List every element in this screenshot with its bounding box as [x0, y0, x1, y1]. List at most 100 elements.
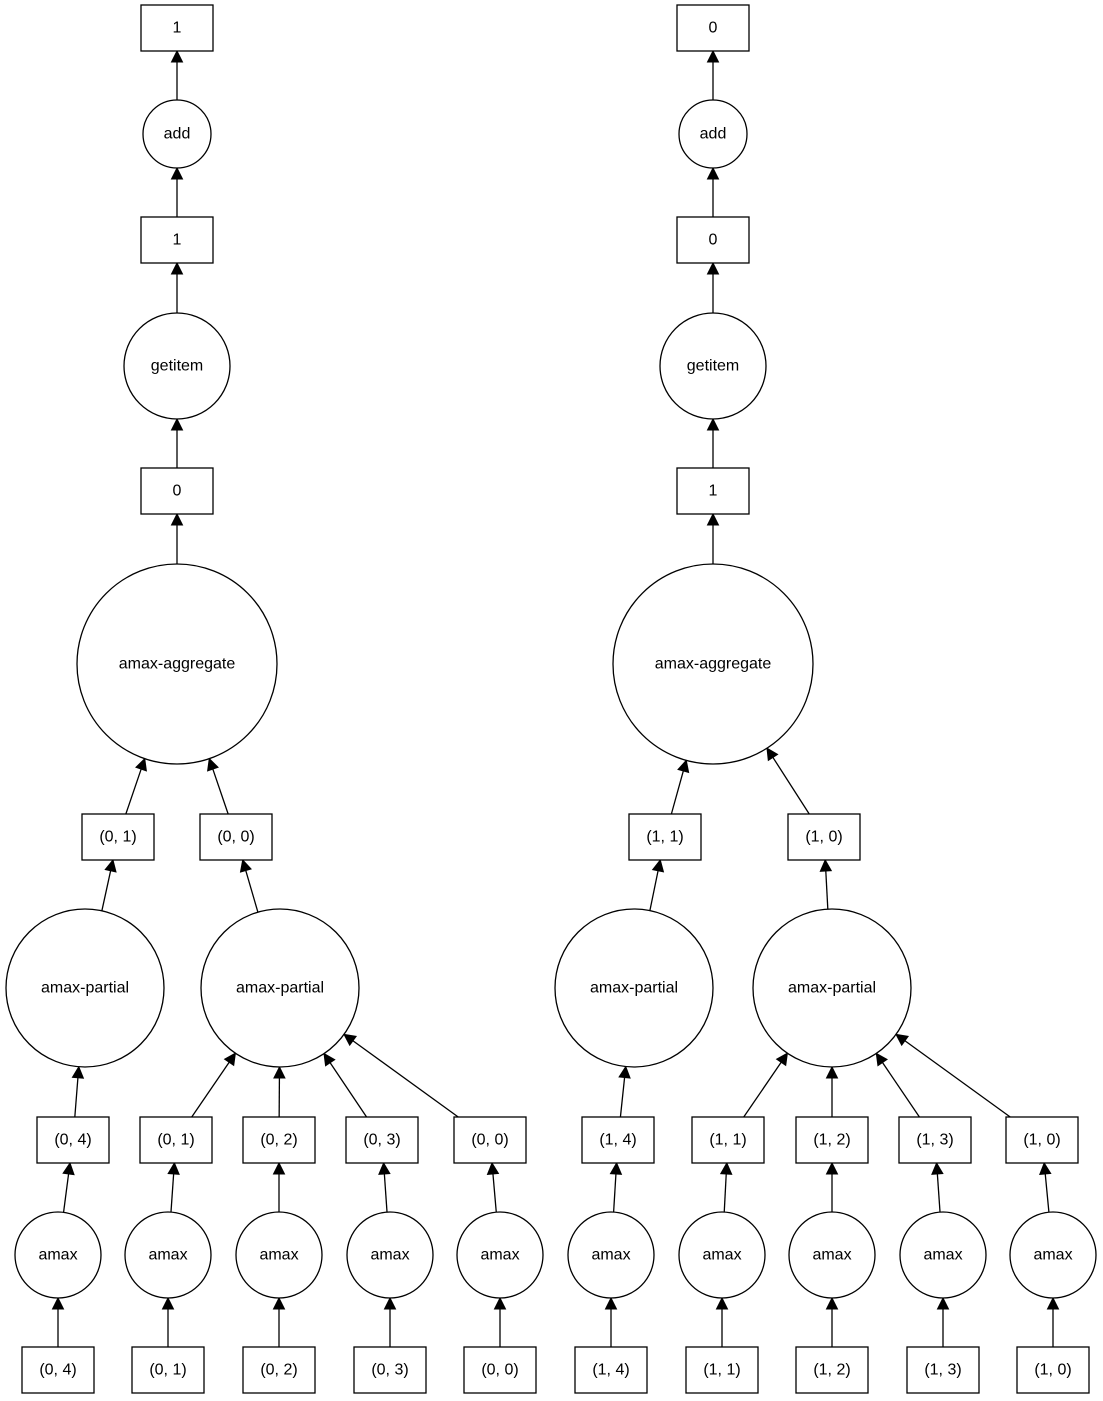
- edge-L_add-to-L_out: [170, 49, 184, 100]
- edge-R_k1-to-R_get: [706, 417, 720, 468]
- key-node-R_b12: (1, 2): [795, 1116, 869, 1164]
- node-label: amax: [259, 1247, 298, 1264]
- node-box: [581, 1116, 655, 1164]
- task-node-L_m04: amax: [14, 1211, 102, 1299]
- node-box: [199, 813, 273, 861]
- edge-L_m00-to-L_b00: [486, 1161, 500, 1213]
- arrowhead-icon: [323, 1052, 336, 1067]
- arrowhead-icon: [223, 1052, 237, 1067]
- key-node-L_out: 1: [140, 4, 214, 52]
- key-node-L_p00: (0, 0): [199, 813, 273, 861]
- key-node-R_k1: 1: [676, 467, 750, 515]
- edge-R_m10-to-R_b10: [1039, 1161, 1052, 1213]
- node-label: 1: [173, 20, 182, 37]
- node-box: [463, 1346, 537, 1394]
- edge-R_b11-to-R_part2: [743, 1052, 789, 1118]
- key-node-L_i01: (0, 1): [131, 1346, 205, 1394]
- edge-L_i00-to-L_m00: [493, 1296, 507, 1347]
- node-box: [898, 1116, 972, 1164]
- task-node-L_part1: amax-partial: [5, 908, 165, 1068]
- node-label: (0, 0): [471, 1132, 508, 1149]
- task-node-R_agg: amax-aggregate: [612, 563, 814, 765]
- node-circle: [612, 563, 814, 765]
- edge-line: [772, 757, 810, 815]
- node-label: (1, 1): [646, 829, 683, 846]
- node-label: amax: [1033, 1247, 1072, 1264]
- node-circle: [5, 908, 165, 1068]
- edge-L_b00-to-L_part2: [343, 1033, 459, 1118]
- task-node-R_m11: amax: [678, 1211, 766, 1299]
- node-circle: [788, 1211, 876, 1299]
- node-box: [21, 1346, 95, 1394]
- node-box: [795, 1116, 869, 1164]
- edge-R_i11-to-R_m11: [715, 1296, 729, 1347]
- key-node-L_i04: (0, 4): [21, 1346, 95, 1394]
- node-label: amax: [148, 1247, 187, 1264]
- key-node-R_b11: (1, 1): [691, 1116, 765, 1164]
- task-node-L_m03: amax: [346, 1211, 434, 1299]
- node-box: [628, 813, 702, 861]
- arrowhead-icon: [383, 1296, 397, 1310]
- arrowhead-icon: [272, 1161, 286, 1175]
- task-node-R_part1: amax-partial: [554, 908, 714, 1068]
- edge-R_part2-to-R_p10: [819, 858, 833, 910]
- node-box: [139, 1116, 213, 1164]
- node-circle: [567, 1211, 655, 1299]
- edges-layer: [51, 49, 1060, 1347]
- arrowhead-icon: [875, 1052, 888, 1067]
- key-node-R_p10: (1, 0): [787, 813, 861, 861]
- node-label: amax-partial: [41, 980, 129, 997]
- key-node-L_b01: (0, 1): [139, 1116, 213, 1164]
- edge-L_b02-to-L_part2: [273, 1065, 286, 1118]
- node-label: (1, 2): [813, 1362, 850, 1379]
- node-circle: [123, 312, 231, 420]
- node-label: (0, 1): [149, 1362, 186, 1379]
- edge-line: [612, 1173, 617, 1213]
- edge-R_i10-to-R_m10: [1046, 1296, 1060, 1347]
- edge-line: [101, 870, 112, 911]
- task-node-R_get: getitem: [659, 312, 767, 420]
- edge-R_i13-to-R_m13: [936, 1296, 950, 1347]
- node-label: (0, 3): [363, 1132, 400, 1149]
- node-box: [1005, 1116, 1079, 1164]
- key-node-L_b00: (0, 0): [453, 1116, 527, 1164]
- edge-L_agg-to-L_k0: [170, 512, 184, 564]
- key-node-R_k0: 0: [676, 216, 750, 264]
- edge-R_b14-to-R_part1: [618, 1065, 631, 1118]
- node-label: (1, 0): [1034, 1362, 1071, 1379]
- node-box: [140, 4, 214, 52]
- edge-L_i02-to-L_m02: [272, 1296, 286, 1347]
- task-node-L_agg: amax-aggregate: [76, 563, 278, 765]
- node-box: [140, 216, 214, 264]
- edge-line: [125, 768, 142, 815]
- node-label: (1, 0): [1023, 1132, 1060, 1149]
- node-circle: [1009, 1211, 1097, 1299]
- node-label: (0, 0): [481, 1362, 518, 1379]
- key-node-L_k1: 1: [140, 216, 214, 264]
- node-circle: [678, 1211, 766, 1299]
- node-label: (0, 1): [99, 829, 136, 846]
- key-node-R_b14: (1, 4): [581, 1116, 655, 1164]
- arrowhead-icon: [51, 1296, 65, 1310]
- arrowhead-icon: [1039, 1161, 1052, 1176]
- key-node-R_i12: (1, 2): [795, 1346, 869, 1394]
- edge-line: [649, 870, 659, 911]
- node-label: (1, 1): [709, 1132, 746, 1149]
- arrowhead-icon: [706, 49, 720, 63]
- arrowhead-icon: [825, 1065, 839, 1079]
- edge-R_m12-to-R_b12: [825, 1161, 839, 1212]
- arrowhead-icon: [104, 858, 117, 873]
- arrowhead-icon: [651, 858, 665, 873]
- edge-line: [191, 1061, 230, 1118]
- edge-line: [743, 1061, 782, 1118]
- edge-R_b12-to-R_part2: [825, 1065, 839, 1117]
- key-node-R_b13: (1, 3): [898, 1116, 972, 1164]
- edge-line: [723, 1173, 727, 1213]
- node-box: [140, 467, 214, 515]
- arrowhead-icon: [1046, 1296, 1060, 1310]
- arrowhead-icon: [766, 747, 779, 762]
- edge-L_p00-to-L_agg: [207, 757, 229, 815]
- node-circle: [659, 312, 767, 420]
- edge-line: [245, 870, 259, 913]
- arrowhead-icon: [677, 759, 690, 774]
